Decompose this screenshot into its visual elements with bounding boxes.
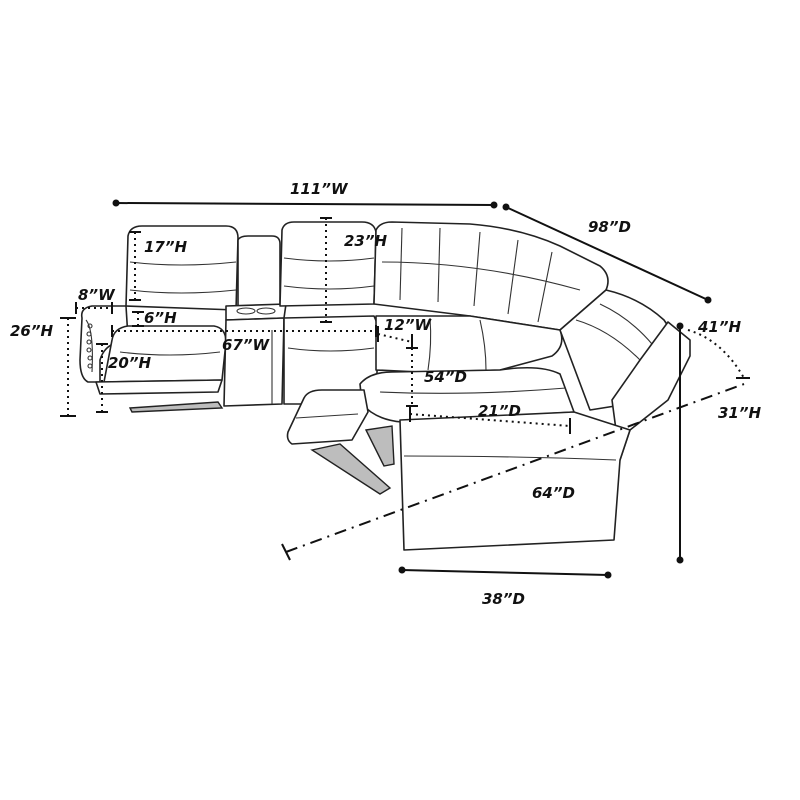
overall-depth-label: 98”D — [588, 218, 631, 236]
right-depth-line — [401, 569, 609, 576]
overall-height-label: 26”H — [10, 322, 54, 340]
right-length-label: 64”D — [532, 484, 575, 502]
right-recliner-seat — [359, 366, 575, 423]
dimension-labels: 111”W 98”D 17”H 23”H 8”W 26”H 6”H 20”H 6… — [10, 180, 762, 608]
arm-width-label: 8”W — [78, 286, 116, 304]
right-length-line — [285, 383, 745, 553]
extension-width-label: 12”W — [384, 316, 433, 334]
back-height-left-label: 17”H — [144, 238, 188, 256]
arm-height-right-arc — [687, 329, 745, 379]
console-height-label: 6”H — [144, 309, 177, 327]
dimension-lines — [60, 199, 750, 579]
corner-wedge-back — [373, 221, 609, 331]
seat-depth-line — [409, 413, 571, 427]
back-height-console-label: 23”H — [344, 232, 388, 250]
arm-height-right-label: 31”H — [718, 404, 762, 422]
nailhead-trim — [86, 323, 93, 369]
extended-depth-label: 54”D — [424, 368, 467, 386]
left-mechanism — [128, 401, 224, 413]
right-base — [399, 411, 631, 551]
extended-footrest — [286, 389, 369, 445]
cupholder-left — [236, 307, 256, 315]
overall-width-line — [115, 202, 495, 206]
seat-depth-label: 21”D — [478, 402, 521, 420]
overall-width-label: 111”W — [290, 180, 349, 198]
right-depth-label: 38”D — [482, 590, 525, 608]
seat-height-label: 20”H — [108, 354, 152, 372]
footrest-mechanism — [310, 443, 392, 495]
cupholder-right — [256, 307, 276, 315]
center-console-back — [237, 235, 281, 307]
left-footrest — [95, 379, 223, 395]
sectional-sofa-illustration — [79, 221, 691, 551]
overall-depth-line — [505, 206, 709, 301]
back-height-right-label: 41”H — [697, 318, 742, 336]
inner-width-label: 67”W — [222, 336, 271, 354]
